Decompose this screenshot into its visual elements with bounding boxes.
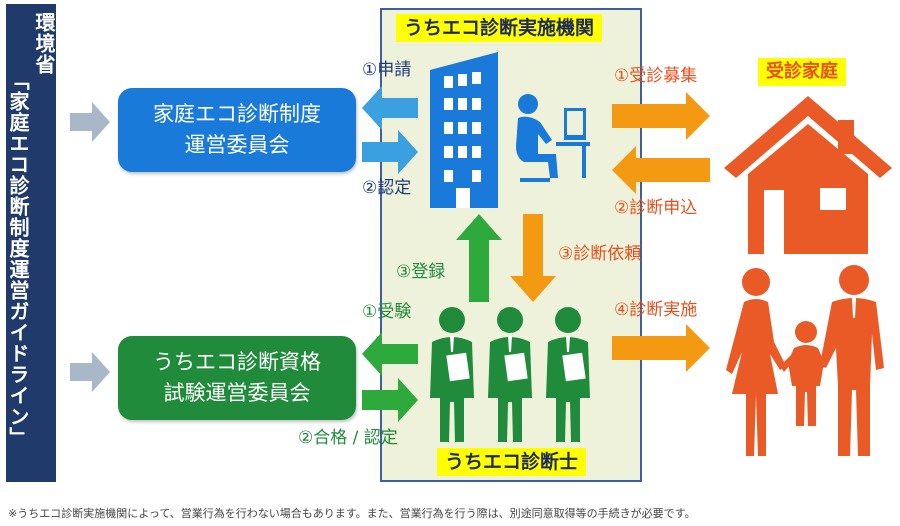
ministry-name: 環境省 [33, 12, 55, 482]
computer-worker-icon [510, 92, 592, 188]
pass-certify-arrow [362, 378, 420, 422]
diagnostician-label: うちエコ診断士 [437, 448, 586, 476]
diagnostician-person-icon [542, 306, 594, 444]
ministry-banner: 環境省 「家庭エコ診断制度運営ガイドライン」 [6, 4, 56, 482]
household-eco-committee: 家庭エコ診断制度 運営委員会 [118, 88, 356, 172]
request-diagnosis-arrow [612, 146, 712, 194]
step-certify-institution: ②認定 [362, 178, 411, 198]
step-commission: ③診断依頼 [558, 244, 641, 264]
house-icon [720, 92, 896, 256]
step-perform-diagnosis: ④診断実施 [614, 300, 697, 320]
guideline-title: 「家庭エコ診断制度運営ガイドライン」 [7, 12, 29, 482]
household-committee-line1: 家庭エコ診断制度 [118, 99, 356, 130]
exam-committee-line1: うちエコ診断資格 [118, 347, 356, 378]
family-icon [720, 262, 896, 460]
gray-arrow-top [70, 102, 114, 142]
step-pass-certify: ②合格 / 認定 [298, 428, 398, 448]
exam-committee: うちエコ診断資格 試験運営委員会 [118, 336, 356, 420]
diagnostician-person-icon [426, 306, 478, 444]
certify-arrow [362, 130, 420, 174]
footnote: ※うちエコ診断実施機関によって、営業行為を行わない場合もあります。また、営業行為… [8, 505, 696, 521]
diagnostician-person-icon [484, 306, 536, 444]
institution-label: うちエコ診断実施機関 [396, 14, 602, 42]
step-recruit: ①受診募集 [614, 66, 697, 86]
apply-arrow [362, 86, 420, 130]
step-take-exam: ①受験 [362, 302, 411, 322]
perform-diagnosis-arrow [612, 324, 712, 372]
office-building-icon [428, 50, 508, 210]
register-arrow [456, 214, 502, 302]
commission-arrow [510, 214, 556, 302]
household-label: 受診家庭 [758, 58, 846, 86]
recruit-arrow [612, 92, 712, 140]
step-request-diagnosis: ②診断申込 [614, 198, 697, 218]
take-exam-arrow [362, 332, 420, 376]
household-committee-line2: 運営委員会 [118, 130, 356, 161]
step-register: ③登録 [396, 262, 445, 282]
gray-arrow-bottom [70, 352, 114, 392]
step-apply: ①申請 [362, 60, 411, 80]
exam-committee-line2: 試験運営委員会 [118, 378, 356, 409]
